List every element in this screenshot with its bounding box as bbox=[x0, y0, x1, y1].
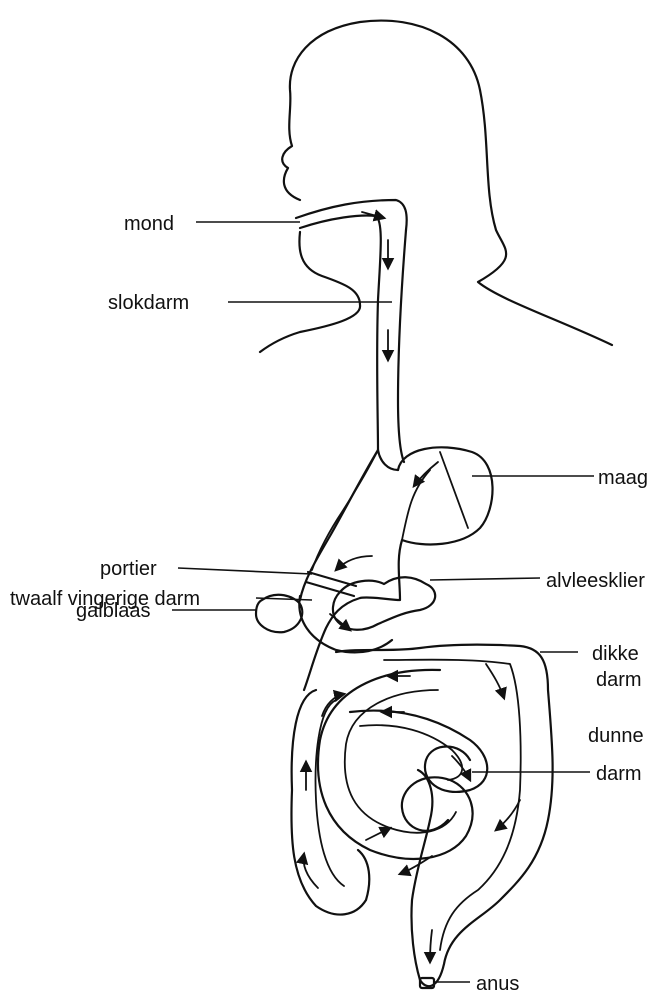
small-intestine-coil bbox=[318, 670, 473, 859]
label-dunne-darm-line2: darm bbox=[596, 763, 642, 785]
flow-arrow-transverse bbox=[486, 664, 504, 698]
flow-arrow-small-4 bbox=[366, 828, 390, 840]
label-mond: mond bbox=[124, 213, 174, 235]
flow-arrow-duodenum bbox=[330, 614, 350, 630]
leader-alvleesklier bbox=[430, 578, 540, 580]
flow-arrow-rectum bbox=[430, 930, 432, 962]
label-portier: portier bbox=[100, 558, 157, 580]
esophagus-outline-left bbox=[300, 216, 398, 471]
label-dikke-darm-line1: dikke bbox=[592, 643, 639, 665]
flow-arrow-pylorus bbox=[336, 556, 372, 570]
small-intestine-loop-2 bbox=[360, 725, 462, 780]
label-galblaas: galblaas bbox=[76, 600, 151, 622]
large-intestine-inner bbox=[384, 660, 521, 950]
gallbladder-outline bbox=[256, 595, 302, 632]
label-maag: maag bbox=[598, 467, 648, 489]
label-anus: anus bbox=[476, 973, 519, 994]
ascending-colon-outline bbox=[291, 690, 369, 915]
flow-arrow-small-3 bbox=[452, 756, 470, 780]
head-outline bbox=[282, 21, 612, 345]
large-intestine-outline bbox=[336, 645, 553, 987]
ascending-colon-inner bbox=[316, 700, 344, 886]
mouth-outline bbox=[296, 200, 407, 230]
flow-arrow-ascending-2 bbox=[304, 854, 318, 888]
leader-portier bbox=[178, 568, 312, 574]
label-dunne-darm-line1: dunne bbox=[588, 725, 644, 747]
neck-front-outline bbox=[260, 232, 360, 352]
label-slokdarm: slokdarm bbox=[108, 292, 189, 314]
stomach-outline bbox=[304, 447, 493, 690]
label-alvleesklier: alvleesklier bbox=[546, 570, 645, 592]
esophagus-outline-right bbox=[398, 230, 406, 462]
label-dikke-darm-line2: darm bbox=[596, 669, 642, 691]
